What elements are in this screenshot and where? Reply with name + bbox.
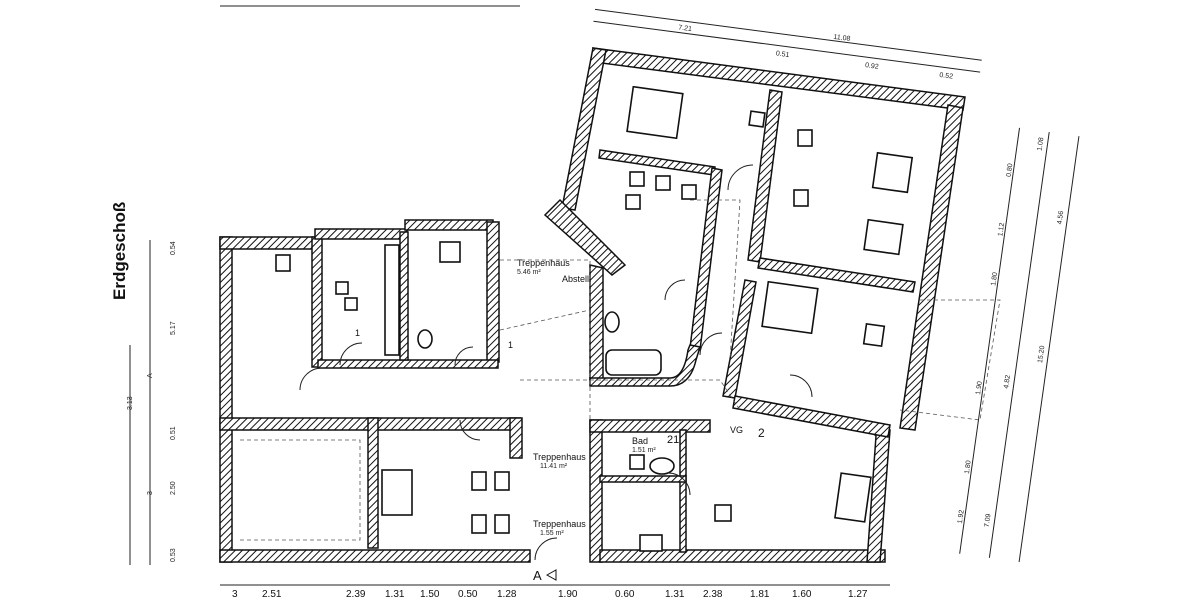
room-label: Treppenhaus [517, 258, 570, 268]
dimension-label: 1.90 [558, 589, 578, 600]
dimension-label: 15.20 [1037, 345, 1046, 363]
stair-outlines [240, 199, 1001, 541]
dimension-label: 0.51 [775, 50, 790, 59]
dimension-label: 1.08 [1037, 137, 1046, 152]
section-marker: A [533, 568, 542, 583]
dimension-label: 5.17 [170, 321, 177, 335]
room-label: Bad [632, 436, 648, 446]
lower-right-walls [589, 419, 891, 563]
chair-icon [714, 504, 732, 522]
dimension-label: 11.08 [833, 34, 851, 43]
dimension-label: 1.60 [792, 589, 812, 600]
dimension-label: 1.31 [665, 589, 685, 600]
room-area: 5.46 m² [517, 269, 541, 276]
dimension-label: 3.13 [127, 396, 134, 410]
dimension-label: 2.39 [346, 589, 366, 600]
dimension-label: 1.50 [420, 589, 440, 600]
bed-icon [626, 85, 684, 140]
dimension-label: 0.52 [939, 72, 954, 81]
room-label: VG [730, 425, 743, 435]
dimension-label: 1.90 [975, 381, 984, 396]
left-block-walls [219, 219, 531, 563]
dimension-label: 1.81 [750, 589, 770, 600]
unit-number: 2 [758, 426, 765, 440]
chair-icon [471, 514, 487, 534]
sink-icon [604, 311, 620, 333]
unit-number: 21 [667, 434, 679, 446]
floor-title: Erdgeschoß [110, 202, 129, 300]
dimension-label: 2.51 [262, 589, 282, 600]
room-label: Treppenhaus [533, 519, 586, 529]
chair-icon [275, 254, 291, 272]
chair-icon [494, 471, 510, 491]
room-label: Treppenhaus [533, 452, 586, 462]
dimension-label: 0.92 [865, 62, 880, 71]
chair-icon [797, 129, 813, 147]
room-area: 1.55 m² [540, 530, 564, 537]
chair-icon [335, 281, 349, 295]
desk-icon [862, 322, 886, 348]
kitchen-counter-icon [384, 244, 400, 356]
dimension-label: 2.38 [703, 589, 723, 600]
dimension-label: 0.80 [1006, 163, 1015, 178]
unit-number: 1 [508, 340, 513, 350]
bathroom-core [543, 198, 701, 387]
chair-icon [681, 184, 697, 200]
dimension-label: 7.09 [984, 513, 993, 528]
room-area: 1.51 m² [632, 447, 656, 454]
dimension-label: 0.50 [458, 589, 478, 600]
dimension-label: 1.31 [385, 589, 405, 600]
dimension-label: A [147, 373, 154, 378]
left-dimension-line: 0.54 5.17 A 3.13 0.51 2.50 3 0.53 [127, 240, 177, 565]
table-icon [381, 469, 413, 516]
stove-icon [639, 534, 663, 552]
dimension-label: 0.60 [615, 589, 635, 600]
bathtub-icon [605, 349, 662, 376]
bottom-dimension-line: 3 2.51 2.39 1.31 1.50 0.50 1.28 1.90 0.6… [220, 584, 890, 600]
dimension-label: 3 [147, 491, 154, 495]
right-dimension-line: 1.08 0.80 4.56 1.12 1.80 15.20 4.82 1.90… [957, 127, 1080, 563]
dimension-label: 7.21 [678, 24, 693, 33]
chair-icon [344, 297, 358, 311]
right-wing-walls [561, 47, 966, 438]
furniture [275, 85, 914, 552]
bed-icon [761, 280, 819, 335]
chair-icon [793, 189, 809, 207]
dimension-label: 0.51 [170, 426, 177, 440]
unit-number: 1 [355, 328, 360, 338]
chair-icon [625, 194, 641, 210]
dimension-label: 2.50 [170, 481, 177, 495]
toilet-icon [417, 329, 433, 349]
doors [299, 164, 813, 561]
dimension-label: 1.80 [990, 272, 999, 287]
dimension-label: 4.56 [1057, 210, 1066, 225]
dimension-label: 1.92 [957, 509, 966, 524]
armchair-icon [863, 218, 904, 256]
dimension-label: 0.53 [170, 548, 177, 562]
chair-icon [494, 514, 510, 534]
room-area: 11.41 m² [540, 463, 568, 470]
shower-icon [439, 241, 461, 263]
chair-icon [629, 171, 645, 187]
section-arrow-icon [545, 569, 557, 581]
dimension-label: 4.82 [1003, 375, 1012, 390]
top-dimension-line: 7.21 11.08 0.51 0.92 0.52 [593, 8, 982, 81]
sofa-icon [834, 472, 872, 523]
dimension-label: 3 [232, 589, 238, 600]
room-label: Abstell [562, 274, 589, 284]
dimension-label: 1.28 [497, 589, 517, 600]
dimension-label: 1.12 [997, 222, 1006, 237]
dimension-label: 1.27 [848, 589, 868, 600]
sink-icon [649, 457, 675, 475]
dimension-label: 1.80 [964, 460, 973, 475]
armchair-icon [871, 151, 914, 194]
chair-icon [471, 471, 487, 491]
dimension-label: 0.54 [170, 241, 177, 255]
chair-icon [748, 110, 766, 128]
chair-icon [655, 175, 671, 191]
chair-icon [629, 454, 645, 470]
